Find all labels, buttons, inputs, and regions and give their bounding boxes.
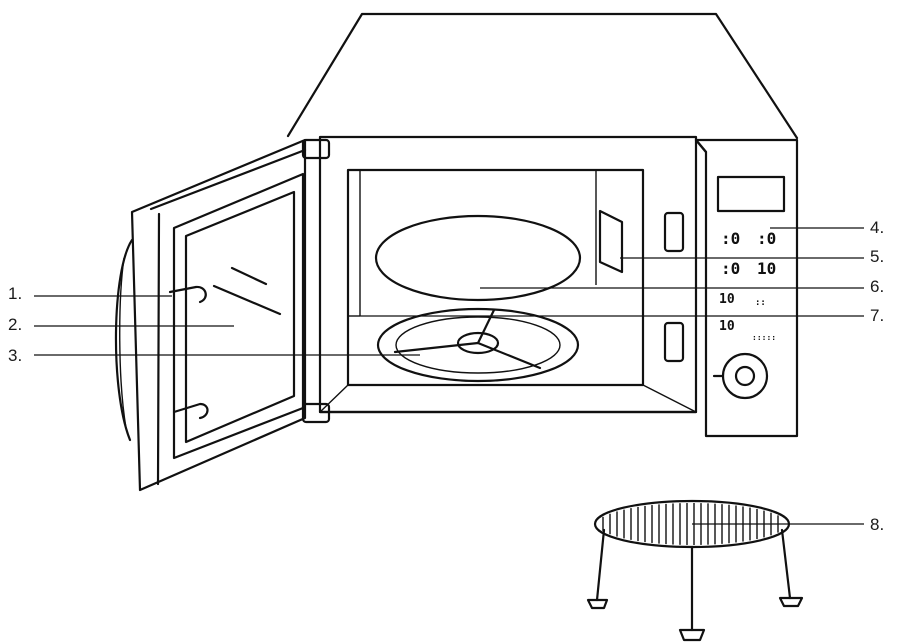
callout-label-7: 7. [870,306,885,325]
control-dial [712,352,769,400]
svg-text:::: :: [755,298,766,308]
callout-label-8: 8. [870,515,885,534]
door-latch-lower [172,402,209,420]
callout-label-4: 4. [870,218,885,237]
waveguide-cover [598,209,624,274]
svg-text:10: 10 [719,319,735,334]
svg-text::0: :0 [721,229,740,248]
svg-text::::::: ::::: [752,333,776,342]
display-window [716,175,786,213]
callout-label-1: 1. [8,284,23,303]
leader-lines [34,227,864,525]
callout-label-6: 6. [870,277,885,296]
grill-rack [586,499,804,642]
svg-text:10: 10 [719,292,735,307]
callout-label-2: 2. [8,315,23,334]
svg-text::0: :0 [721,259,740,278]
turntable-coupler [376,307,580,383]
microwave-door [114,138,307,492]
svg-text:10: 10 [757,259,776,278]
microwave-body [286,12,799,424]
door-latch-upper [168,285,207,304]
svg-text::0: :0 [757,229,776,248]
roller-ring [374,214,582,302]
control-panel: :0 :0 :0 10 10 10 :: ::::: [694,138,799,438]
callout-label-3: 3. [8,346,23,365]
control-buttons: :0 :0 :0 10 10 10 :: ::::: [719,229,776,342]
callout-label-5: 5. [870,247,885,266]
